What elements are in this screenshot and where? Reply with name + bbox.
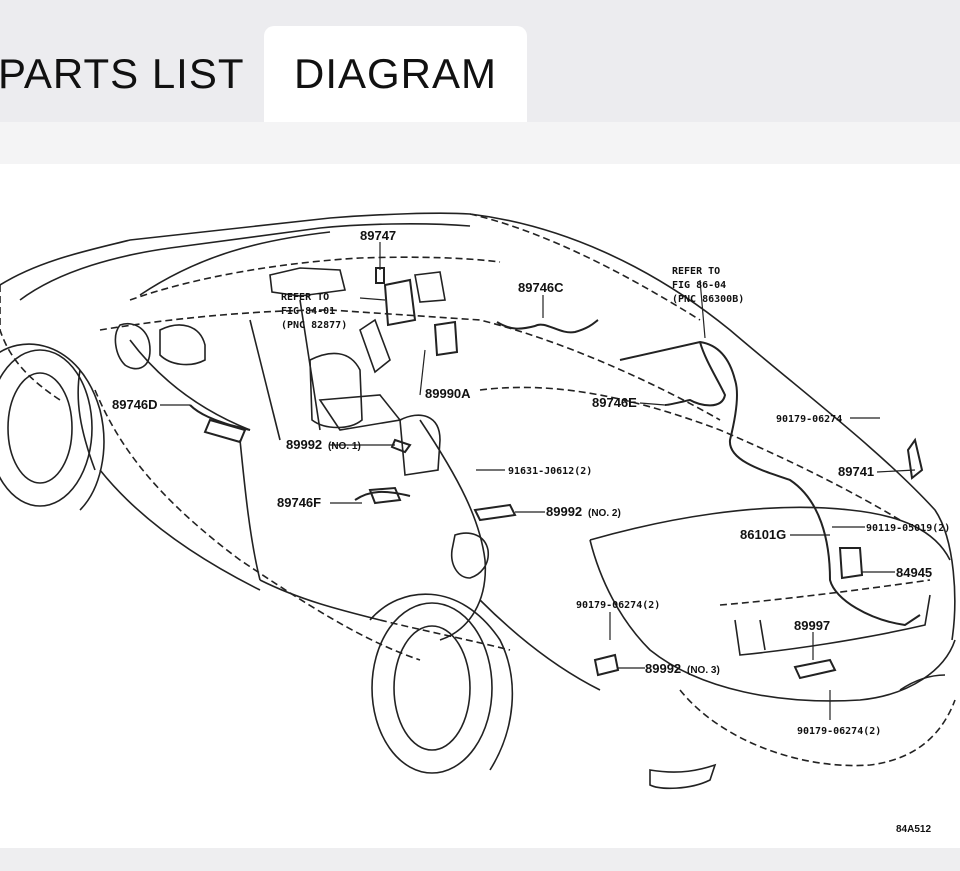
car-outline (0, 212, 956, 790)
tab-parts-list[interactable]: PARTS LIST (0, 50, 245, 97)
tab-bar: PARTS LIST DIAGRAM (0, 0, 960, 126)
label-89747: 89747 (360, 228, 396, 243)
wiring (189, 267, 924, 680)
label-90179-b: 90179-06274(2) (576, 600, 660, 611)
note-front-line1: REFER TO (281, 292, 329, 303)
label-84945: 84945 (896, 565, 932, 580)
label-89741: 89741 (838, 464, 874, 479)
label-89746E: 89746E (592, 395, 637, 410)
label-89992-no2: 89992 (546, 504, 582, 519)
note-front-line2: FIG 84-01 (281, 306, 335, 317)
label-86101G: 86101G (740, 527, 786, 542)
tab-diagram[interactable]: DIAGRAM (264, 26, 527, 126)
diagram-panel[interactable]: 89747 REFER TO FIG 84-01 (PNC 82877) 897… (0, 164, 960, 848)
label-91631: 91631-J0612(2) (508, 466, 592, 477)
label-90179-a: 90179-06274 (776, 414, 842, 425)
label-89992-no2-suffix: (NO. 2) (588, 508, 621, 519)
label-89990A: 89990A (425, 386, 471, 401)
leader-lines (160, 242, 916, 720)
note-front-line3: (PNC 82877) (281, 320, 347, 331)
footer-bar (0, 848, 960, 871)
car-parts-diagram: 89747 REFER TO FIG 84-01 (PNC 82877) 897… (0, 212, 956, 835)
label-89992-no3: 89992 (645, 661, 681, 676)
label-89997: 89997 (794, 618, 830, 633)
label-89746D: 89746D (112, 397, 158, 412)
label-90119: 90119-05019(2) (866, 523, 950, 534)
label-90179-c: 90179-06274(2) (797, 726, 881, 737)
note-rear-line1: REFER TO (672, 266, 720, 277)
label-89746C: 89746C (518, 280, 564, 295)
note-rear-line2: FIG 86-04 (672, 280, 726, 291)
toolbar-spacer (0, 122, 960, 164)
label-89992-no3-suffix: (NO. 3) (687, 665, 720, 676)
note-rear-line3: (PNC 86300B) (672, 294, 744, 305)
label-89992-no1: 89992 (286, 437, 322, 452)
label-89746F: 89746F (277, 495, 321, 510)
diagram-code: 84A512 (896, 824, 931, 835)
label-89992-no1-suffix: (NO. 1) (328, 441, 361, 452)
